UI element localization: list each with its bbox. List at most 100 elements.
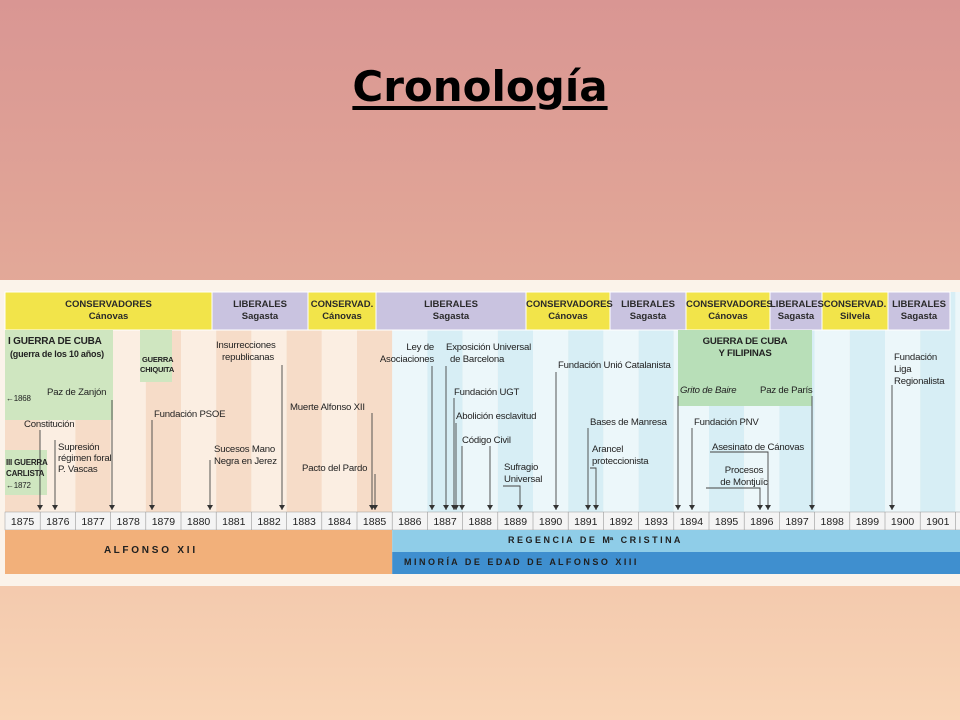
year-label-1900: 1900 <box>891 516 915 528</box>
year-column-1902 <box>955 292 960 512</box>
event-liga-1: Fundación <box>894 352 938 363</box>
connector-sufragio <box>503 485 521 510</box>
government-period-3: CONSERVAD.Cánovas <box>310 299 374 322</box>
year-label-1877: 1877 <box>81 516 105 528</box>
event-supresion-3: P. Vascas <box>58 464 98 475</box>
year-label-1888: 1888 <box>469 516 493 528</box>
event-paz-zanjon: Paz de Zanjón <box>47 387 107 398</box>
event-chiquita-1: GUERRA <box>142 355 174 364</box>
government-period-9: CONSERVAD.Silvela <box>823 299 887 322</box>
reign-minoria-bar <box>392 552 960 574</box>
government-period-box-8 <box>769 291 823 331</box>
connector-procesos <box>706 487 761 510</box>
year-label-1884: 1884 <box>328 516 352 528</box>
year-label-1886: 1886 <box>398 516 422 528</box>
year-label-1879: 1879 <box>152 516 176 528</box>
year-label-1889: 1889 <box>504 516 528 528</box>
event-insurrecciones-2: republicanas <box>222 352 275 363</box>
event-fundacion-ugt: Fundación UGT <box>454 387 520 398</box>
event-abolicion-esclavitud: Abolición esclavitud <box>456 411 537 422</box>
guerra-chiquita-area <box>140 330 172 382</box>
reign-regencia-bar <box>392 530 960 552</box>
event-sufragio-1: Sufragio <box>504 462 539 473</box>
event-expo-universal-2: de Barcelona <box>450 354 505 365</box>
event-bases-manresa: Bases de Manresa <box>590 417 667 428</box>
event-grito-baire: Grito de Baire <box>680 385 737 396</box>
connector-asesinato <box>710 451 769 510</box>
event-arancel-2: proteccionista <box>592 456 649 467</box>
event-fundacion-pnv: Fundación PNV <box>694 417 759 428</box>
event-unio-catalanista: Fundación Unió Catalanista <box>558 360 671 371</box>
year-label-1892: 1892 <box>609 516 633 528</box>
event-procesos-2: de Montjuïc <box>720 477 768 488</box>
government-period-box-2 <box>211 291 309 331</box>
cuba-war-area-2 <box>678 330 812 406</box>
government-period-box-6 <box>609 291 687 331</box>
event-ley-asociaciones-1: Ley de <box>406 342 434 353</box>
event-guerra-cuba-filipinas-2: Y FILIPINAS <box>718 348 772 359</box>
year-label-1891: 1891 <box>574 516 598 528</box>
event-carlista-1: III GUERRA <box>6 458 48 467</box>
event-liga-2: Liga <box>894 364 912 375</box>
year-label-1875: 1875 <box>11 516 35 528</box>
year-label-1881: 1881 <box>222 516 246 528</box>
government-period-box-1 <box>4 291 213 331</box>
event-chiquita-2: CHIQUITA <box>140 365 175 374</box>
year-label-1876: 1876 <box>46 516 70 528</box>
year-label-1898: 1898 <box>821 516 845 528</box>
event-insurrecciones-1: Insurrecciones <box>216 340 276 351</box>
event-liga-3: Regionalista <box>894 376 945 387</box>
event-carlista-2: CARLISTA <box>6 469 45 478</box>
event-paz-paris: Paz de París <box>760 385 813 396</box>
event-procesos-1: Procesos <box>724 465 764 476</box>
year-label-1894: 1894 <box>680 516 704 528</box>
page-title: Cronología <box>352 62 608 111</box>
event-expo-universal-1: Exposición Universal <box>446 342 532 353</box>
event-supresion-2: régimen foral <box>58 453 112 464</box>
event-fundacion-psoe: Fundación PSOE <box>154 409 226 420</box>
reign-minoria-label: M I N O R Í A D E E D A D D E A L F O N … <box>404 557 637 567</box>
year-label-1885: 1885 <box>363 516 387 528</box>
event-guerra-cuba-subtitle: (guerra de los 10 años) <box>10 349 104 359</box>
reign-alfonso-xii-bar <box>5 530 393 574</box>
year-label-1893: 1893 <box>645 516 669 528</box>
event-sucesos-1: Sucesos Mano <box>214 444 276 455</box>
government-period-box-4 <box>375 291 527 331</box>
event-year-1868: ←1868 <box>6 394 31 403</box>
event-sucesos-2: Negra en Jerez <box>214 456 277 467</box>
year-label-1882: 1882 <box>257 516 281 528</box>
year-label-1895: 1895 <box>715 516 739 528</box>
event-year-1872: ←1872 <box>6 481 31 490</box>
event-guerra-cuba-filipinas-1: GUERRA DE CUBA <box>702 336 788 347</box>
government-period-box-5 <box>525 291 611 331</box>
event-ley-asociaciones-2: Asociaciones <box>379 354 434 365</box>
cuba-war-area-1 <box>5 330 113 420</box>
event-muerte-alfonso: Muerte Alfonso XII <box>290 402 365 413</box>
year-label-1883: 1883 <box>293 516 317 528</box>
year-label-1890: 1890 <box>539 516 563 528</box>
event-asesinato-canovas: Asesinato de Cánovas <box>712 442 804 453</box>
reign-alfonso-xii-label: A L F O N S O X I I <box>104 545 196 556</box>
event-pacto-pardo: Pacto del Pardo <box>302 463 368 474</box>
reign-regencia-label: R E G E N C I A D E Mª C R I S T I N A <box>508 535 681 545</box>
year-label-1897: 1897 <box>785 516 809 528</box>
government-period-box-10 <box>887 291 951 331</box>
event-guerra-cuba-title: I GUERRA DE CUBA <box>8 336 102 347</box>
event-constitucion: Constitución <box>24 419 75 430</box>
event-codigo-civil: Código Civil <box>462 435 511 446</box>
event-sufragio-2: Universal <box>504 474 543 485</box>
event-supresion-1: Supresión <box>58 442 100 453</box>
year-label-1896: 1896 <box>750 516 774 528</box>
year-label-1878: 1878 <box>117 516 141 528</box>
connector-arancel <box>590 467 597 510</box>
year-label-1887: 1887 <box>433 516 457 528</box>
event-arancel-1: Arancel <box>592 444 624 455</box>
